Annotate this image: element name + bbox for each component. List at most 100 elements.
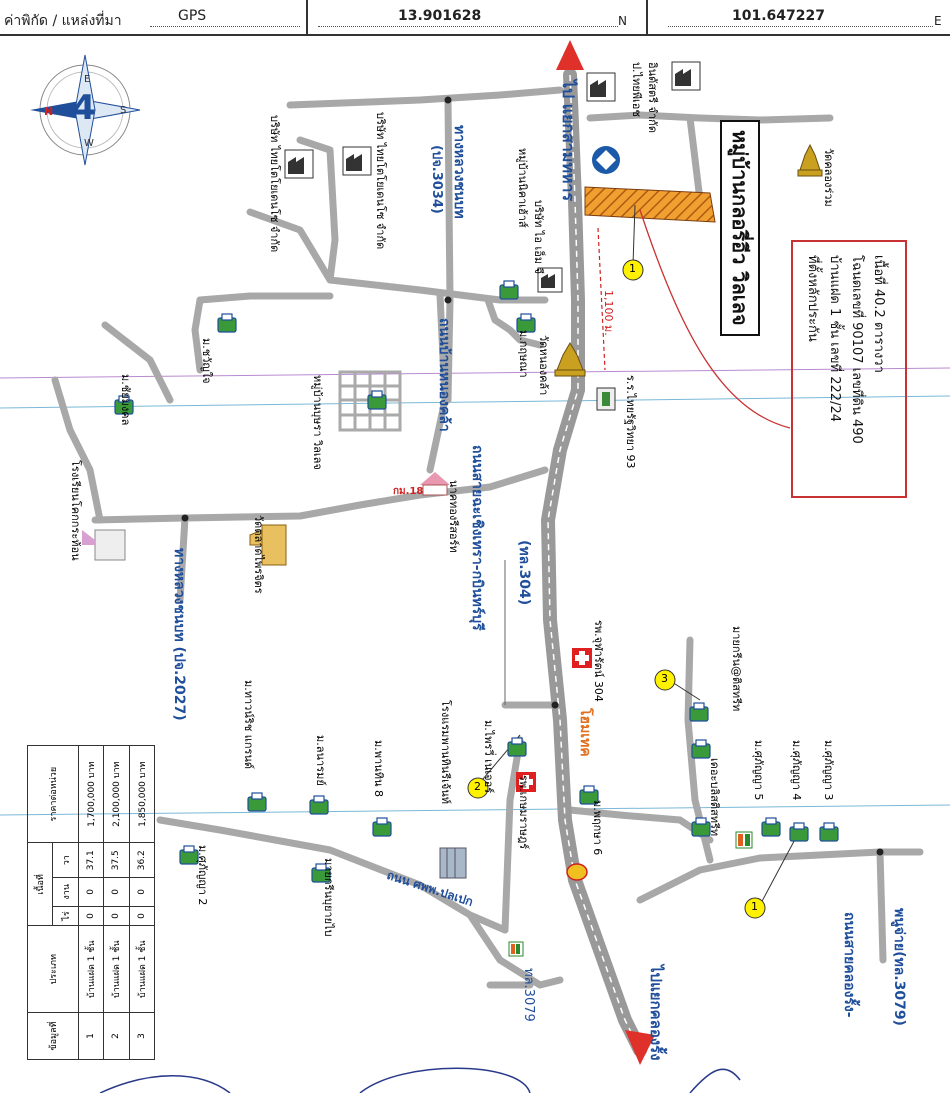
coord-source: GPS [178, 8, 207, 24]
info-line-2: บ้านแฝด 1 ชั้น เลขที่ 222/24 [827, 255, 842, 422]
grid-line [0, 804, 950, 816]
hospital-icon [516, 772, 536, 792]
decorative-curves [99, 1067, 741, 1093]
place-label: นาคทองรีสอร์ท [447, 480, 460, 553]
seven-eleven-icon [508, 941, 524, 957]
temple-icon [797, 143, 823, 177]
table-row: 3 บ้านแฝด 1 ชั้น 0 0 36.2 1,850,000 บาท [129, 745, 155, 1060]
factory-icon [537, 267, 563, 293]
temple-icon [554, 342, 586, 377]
road-code-304: (ทล.304) [516, 540, 532, 606]
place-label: ม.ศุภัญญา 5 [752, 740, 765, 801]
cell-price: 1,850,000 บาท [129, 745, 155, 843]
coord-label: ค่าพิกัด / แหล่งที่มา [4, 13, 122, 29]
dotted-line [318, 25, 618, 27]
comparison-table: ข้อมูลที่ ประเภท เนื้อที่ ราคาต่อหน่วย ไ… [27, 745, 155, 1060]
place-label: ม.พฤกษา 6 [591, 800, 604, 856]
cell-ngan: 0 [129, 877, 155, 907]
cell-type: บ้านแฝด 1 ชั้น [129, 925, 155, 1013]
place-label: ม.ชัยมงคล [119, 374, 132, 426]
info-leader-line [639, 209, 791, 429]
factory-icon [671, 61, 701, 91]
house-icon [420, 472, 450, 496]
longitude-suffix: E [934, 14, 942, 28]
table-row: 1 บ้านแฝด 1 ชั้น 0 0 37.1 1,700,000 บาท [78, 745, 104, 1060]
compass-rose [30, 54, 141, 166]
place-label: บริษัท ไอ เอ็ม จี [532, 200, 545, 275]
road-label-khlong-rang-road-2: พนูจ่าย(ทล.3079) [891, 908, 907, 1026]
subject-parcel [584, 186, 716, 223]
cell-rai: 0 [129, 906, 155, 926]
north-arrow-head [556, 40, 584, 70]
place-label: เดอะบลิสติสทรีท [708, 758, 721, 837]
factory-icon [284, 149, 314, 179]
comparison-legend: ข้อมูลที่ ประเภท เนื้อที่ ราคาต่อหน่วย ไ… [27, 745, 155, 1060]
longitude-value: 101.647227 [732, 8, 825, 24]
latitude-value: 13.901628 [398, 8, 482, 24]
collateral-info-box [791, 240, 907, 498]
place-label: รพ.จุฬารัตน์ 304 [592, 620, 605, 702]
location-map [0, 40, 950, 1093]
place-label: ม.ศุภัญญา 3 [822, 740, 835, 801]
place-label: ม.กฤษณา [517, 330, 530, 378]
subject-title: หมู่บ้านกลอรี่อีว วิลเลจ [720, 120, 760, 336]
dotted-line [668, 25, 933, 27]
place-label: โรงเรียนโคกกระท้อน [69, 460, 82, 561]
marker-label: 2 [474, 780, 481, 793]
place-label: วัดตลาดไพรจิตร [252, 515, 265, 594]
place-label: ม.ลนารมย์ [314, 735, 327, 786]
compass-east: E [84, 74, 91, 85]
place-label: หมู่บ้านบุษรา วิลเลจ [311, 375, 324, 470]
cell-no: 2 [103, 1012, 130, 1060]
place-label: ม.ไพรวี่ เนเจอร์ [482, 720, 495, 794]
info-line-3: โฉนดเลขที่ 90107 เลขที่ดิน 490 [849, 255, 864, 444]
marker-1b [744, 897, 766, 919]
highway-304 [540, 68, 647, 1057]
cell-wa: 37.1 [78, 842, 104, 878]
cell-price: 1,700,000 บาท [78, 745, 104, 843]
place-label: ม.ชวัญใจ [200, 338, 213, 384]
coordinate-header: ค่าพิกัด / แหล่งที่มา GPS 13.901628 N 10… [0, 0, 950, 36]
latitude-suffix: N [618, 14, 627, 28]
road-label-304: ถนนสายฉะเชิงเทรา-กบินทร์บุรี [469, 445, 485, 631]
marker-2 [467, 777, 489, 799]
factory-icon [342, 146, 372, 176]
village-icons [114, 280, 839, 883]
cell-ngan: 0 [78, 877, 104, 907]
cell-no: 3 [129, 1012, 155, 1060]
marker-label: 1 [629, 262, 636, 275]
junction-dots [181, 96, 884, 856]
place-label: ม.ศุภัญญา 4 [790, 740, 803, 801]
factory-icon [586, 72, 616, 102]
place-label: ม.พานทิน 8 [372, 740, 385, 797]
marker-3 [654, 669, 676, 691]
place-label: ม.ศุภัญญา 2 [196, 845, 209, 906]
school-icon [82, 529, 126, 561]
seven-eleven-icon [735, 831, 753, 849]
legend-header-no: ข้อมูลที่ [27, 1012, 79, 1060]
cell-price: 2,100,000 บาท [103, 745, 130, 843]
place-label: รพ.เกษมราษฎร์ [517, 775, 530, 850]
road-label-2027: ทางหลวงชนบท (ปจ.2027) [171, 548, 187, 721]
legend-header-wa: วา [52, 842, 79, 878]
place-label: มายกรีน@ติสทรีท [730, 626, 743, 712]
homepro-logo: โฮมเทค [577, 708, 593, 757]
place-label: มายกรีนบุยายไบ [322, 858, 335, 937]
marker-leader [671, 681, 701, 701]
place-label: วัดคลองร่วม [822, 148, 835, 207]
dotted-line [150, 25, 300, 27]
cell-type: บ้านแฝด 1 ชั้น [103, 925, 130, 1013]
distance-label: 1,100 ม. [602, 290, 615, 336]
lon-cell: 101.647227 E [648, 0, 950, 34]
cell-type: บ้านแฝด 1 ชั้น [78, 925, 104, 1013]
south-arrow-head [625, 1030, 655, 1065]
road-label-3034: ทางหลวงชนบท [451, 125, 467, 219]
gas-station-icon [566, 863, 588, 881]
temple-icon [249, 524, 287, 566]
compass-west: W [84, 138, 94, 149]
school-icon [596, 387, 616, 411]
cell-rai: 0 [78, 906, 104, 926]
place-label: บริษัท ไทยโตโยเดนโซ จำกัด [374, 112, 387, 250]
road-label-khlong-rang: ไปแยกคลองรั้ง [647, 965, 665, 1061]
compass-south: S [120, 105, 127, 116]
